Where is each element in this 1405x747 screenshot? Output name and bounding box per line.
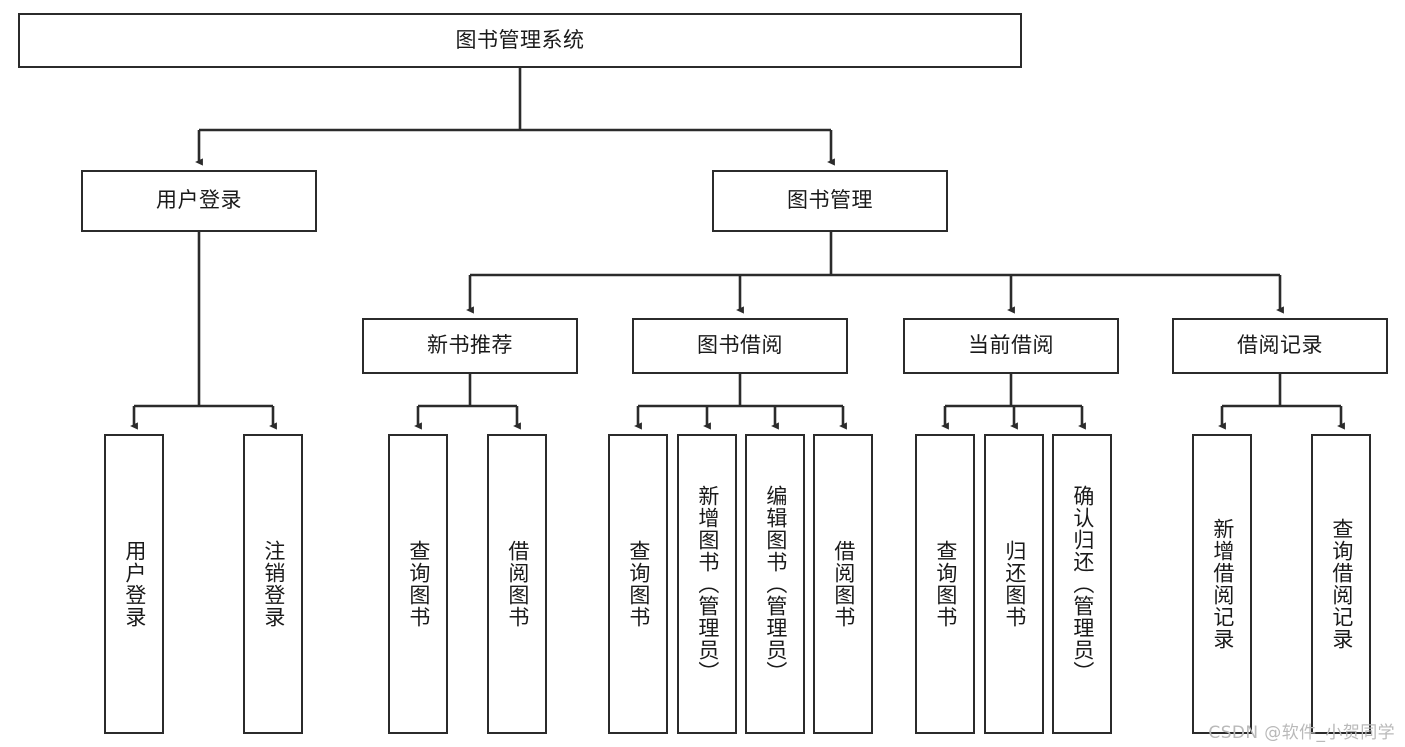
leaf-confirm-return-admin[interactable]: 确认归还（管理员）	[1052, 434, 1112, 734]
node-label: 图书管理	[787, 188, 873, 213]
node-label: 当前借阅	[968, 333, 1054, 358]
node-label: 图书借阅	[697, 333, 783, 358]
leaf-query-borrow-record[interactable]: 查询借阅记录	[1311, 434, 1371, 734]
leaf-add-borrow-record[interactable]: 新增借阅记录	[1192, 434, 1252, 734]
leaf-edit-book-admin[interactable]: 编辑图书（管理员）	[745, 434, 805, 734]
leaf-borrow-book-recommend[interactable]: 借阅图书	[487, 434, 547, 734]
node-label: 新增图书（管理员）	[695, 485, 720, 683]
node-current-borrow[interactable]: 当前借阅	[903, 318, 1119, 374]
node-label: 编辑图书（管理员）	[763, 485, 788, 683]
node-book-borrow[interactable]: 图书借阅	[632, 318, 848, 374]
node-new-book-recommend[interactable]: 新书推荐	[362, 318, 578, 374]
leaf-query-book-current[interactable]: 查询图书	[915, 434, 975, 734]
leaf-user-login[interactable]: 用户登录	[104, 434, 164, 734]
node-label: 注销登录	[261, 540, 286, 628]
node-label: 借阅图书	[505, 540, 530, 628]
leaf-borrow-book[interactable]: 借阅图书	[813, 434, 873, 734]
node-label: 查询图书	[406, 540, 431, 628]
node-label: 归还图书	[1002, 540, 1027, 628]
node-label: 用户登录	[122, 540, 147, 628]
node-label: 查询图书	[933, 540, 958, 628]
node-borrow-record[interactable]: 借阅记录	[1172, 318, 1388, 374]
leaf-return-book[interactable]: 归还图书	[984, 434, 1044, 734]
node-label: 借阅图书	[831, 540, 856, 628]
leaf-add-book-admin[interactable]: 新增图书（管理员）	[677, 434, 737, 734]
node-root-system[interactable]: 图书管理系统	[18, 13, 1022, 68]
node-label: 借阅记录	[1237, 333, 1323, 358]
node-label: 确认归还（管理员）	[1070, 485, 1095, 683]
csdn-watermark: CSDN @软件_小贺同学	[1208, 723, 1395, 743]
node-label: 查询借阅记录	[1329, 518, 1354, 650]
node-label: 查询图书	[626, 540, 651, 628]
leaf-query-book-recommend[interactable]: 查询图书	[388, 434, 448, 734]
node-label: 图书管理系统	[455, 27, 585, 52]
node-label: 新增借阅记录	[1210, 518, 1235, 650]
leaf-logout[interactable]: 注销登录	[243, 434, 303, 734]
node-label: 用户登录	[156, 188, 242, 213]
leaf-query-book-borrow[interactable]: 查询图书	[608, 434, 668, 734]
node-user-login[interactable]: 用户登录	[81, 170, 317, 232]
node-label: 新书推荐	[427, 333, 513, 358]
node-book-management[interactable]: 图书管理	[712, 170, 948, 232]
